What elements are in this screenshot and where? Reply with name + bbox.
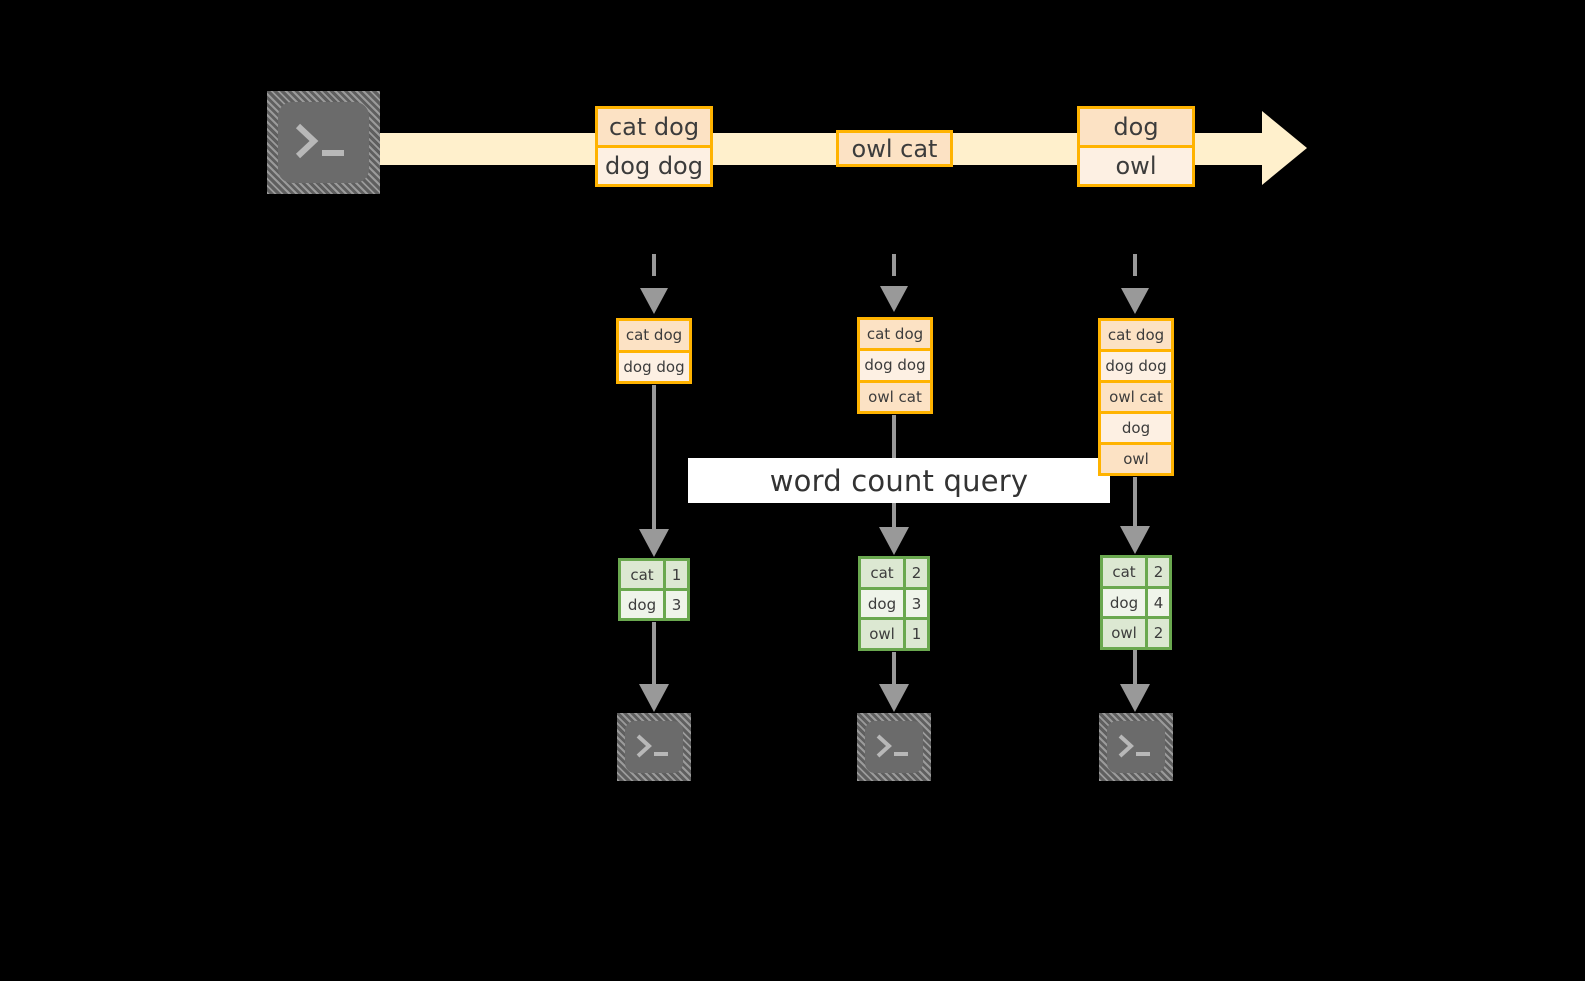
flow-arrow-snapshot-2-counts-to-sink [879, 652, 909, 712]
flow-arrow-snapshot-1-input-to-counts [639, 385, 669, 557]
table-row: dog 4 [1103, 585, 1169, 617]
stream-event-3-line-1: dog [1080, 109, 1192, 145]
query-label: word count query [769, 463, 1029, 498]
stream-event-1-box[interactable]: cat dog dog dog [595, 106, 713, 187]
snapshot-2-count-word-3: owl [861, 620, 903, 649]
snapshot-3-count-value-3: 2 [1145, 619, 1169, 648]
snapshot-3-input-box[interactable]: cat dog dog dog owl cat dog owl [1098, 318, 1174, 476]
terminal-prompt-icon [295, 123, 344, 159]
source-terminal-icon[interactable] [267, 91, 380, 194]
snapshot-3-count-value-2: 4 [1145, 588, 1169, 617]
snapshot-2-count-word-2: dog [861, 589, 903, 618]
flow-arrow-stream-to-snapshot-3 [1121, 254, 1149, 314]
table-row: cat 1 [621, 561, 687, 588]
flow-arrow-stream-to-snapshot-1 [640, 254, 668, 314]
table-row: cat 2 [861, 559, 927, 587]
snapshot-1-sink-terminal-icon[interactable] [617, 713, 691, 781]
table-row: cat 2 [1103, 558, 1169, 586]
snapshot-3-count-word-2: dog [1103, 588, 1145, 617]
snapshot-1-count-value-1: 1 [663, 561, 687, 588]
table-row: owl 2 [1103, 616, 1169, 648]
snapshot-3-count-value-1: 2 [1145, 558, 1169, 586]
stream-event-3-line-2: owl [1080, 145, 1192, 184]
snapshot-2-input-box[interactable]: cat dog dog dog owl cat [857, 317, 933, 414]
snapshot-2-count-table[interactable]: cat 2 dog 3 owl 1 [858, 556, 930, 651]
snapshot-3-sink-terminal-icon[interactable] [1099, 713, 1173, 781]
flow-arrow-snapshot-3-counts-to-sink [1120, 650, 1150, 712]
stream-event-2-box[interactable]: owl cat [836, 130, 953, 167]
terminal-screen [865, 721, 923, 773]
snapshot-1-input-line-1: cat dog [619, 321, 689, 350]
flow-arrow-stream-to-snapshot-2 [880, 254, 908, 312]
snapshot-2-sink-terminal-icon[interactable] [857, 713, 931, 781]
stream-event-2-line-1: owl cat [839, 133, 950, 164]
snapshot-1-count-value-2: 3 [663, 591, 687, 618]
snapshot-2-input-line-1: cat dog [860, 320, 930, 349]
stream-event-1-line-1: cat dog [598, 109, 710, 145]
stream-event-1-line-2: dog dog [598, 145, 710, 184]
snapshot-3-count-word-3: owl [1103, 619, 1145, 648]
snapshot-1-input-box[interactable]: cat dog dog dog [616, 318, 692, 384]
terminal-screen [1107, 721, 1165, 773]
table-row: dog 3 [861, 586, 927, 618]
flow-arrow-snapshot-3-input-to-counts [1120, 477, 1150, 554]
snapshot-1-count-word-2: dog [621, 591, 663, 618]
table-row: dog 3 [621, 588, 687, 618]
snapshot-2-input-line-2: dog dog [860, 348, 930, 380]
snapshot-1-count-table[interactable]: cat 1 dog 3 [618, 558, 690, 621]
snapshot-3-input-line-4: dog [1101, 411, 1171, 442]
snapshot-2-count-word-1: cat [861, 559, 903, 587]
snapshot-3-input-line-3: owl cat [1101, 380, 1171, 411]
snapshot-2-count-value-2: 3 [903, 589, 927, 618]
terminal-screen [625, 721, 683, 773]
terminal-screen [278, 102, 369, 183]
snapshot-1-count-word-1: cat [621, 561, 663, 588]
snapshot-3-count-table[interactable]: cat 2 dog 4 owl 2 [1100, 555, 1172, 650]
snapshot-3-input-line-5: owl [1101, 442, 1171, 473]
flow-arrow-snapshot-1-counts-to-sink [639, 622, 669, 712]
table-row: owl 1 [861, 617, 927, 649]
snapshot-2-count-value-3: 1 [903, 620, 927, 649]
snapshot-1-input-line-2: dog dog [619, 349, 689, 381]
terminal-prompt-icon [636, 734, 668, 758]
snapshot-2-count-value-1: 2 [903, 559, 927, 587]
snapshot-3-count-word-1: cat [1103, 558, 1145, 586]
query-band: word count query [688, 458, 1110, 503]
terminal-prompt-icon [876, 734, 908, 758]
stream-event-3-box[interactable]: dog owl [1077, 106, 1195, 187]
snapshot-2-input-line-3: owl cat [860, 379, 930, 411]
terminal-prompt-icon [1118, 734, 1150, 758]
snapshot-3-input-line-2: dog dog [1101, 349, 1171, 380]
snapshot-3-input-line-1: cat dog [1101, 321, 1171, 349]
